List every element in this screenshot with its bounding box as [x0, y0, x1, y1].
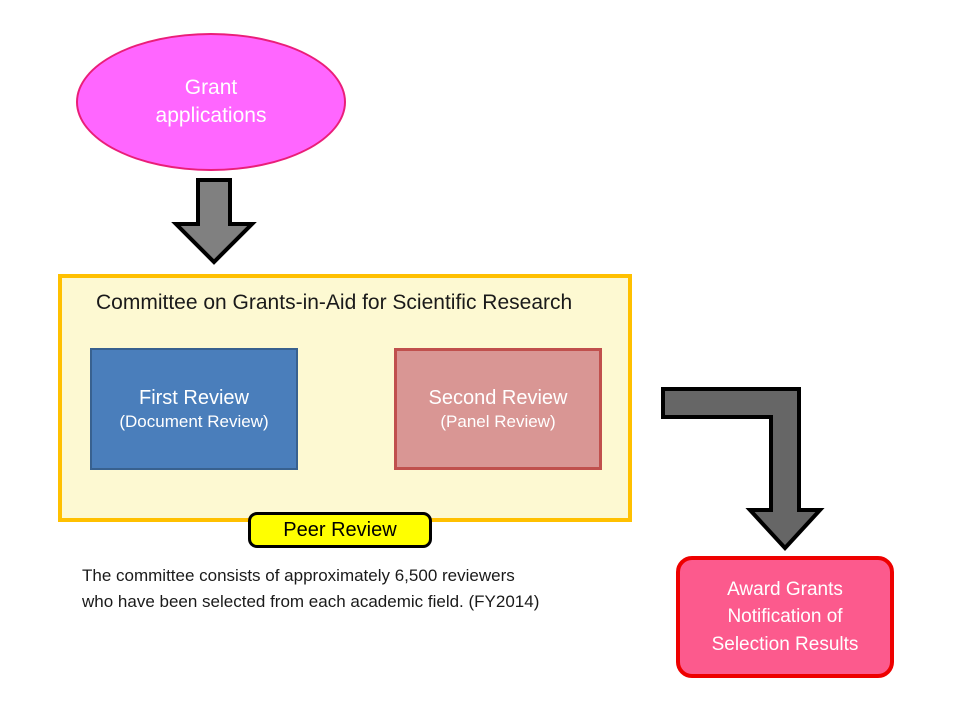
first-review-subtitle: (Document Review)	[119, 411, 269, 431]
award-line3: Selection Results	[711, 633, 859, 655]
award-line1: Award Grants	[727, 578, 843, 600]
node-grant-applications: Grant applications	[76, 33, 346, 171]
node-second-review: Second Review (Panel Review)	[394, 348, 602, 470]
peer-review-badge: Peer Review	[248, 512, 432, 548]
committee-title: Committee on Grants-in-Aid for Scientifi…	[96, 291, 573, 314]
award-line2: Notification of	[727, 606, 843, 628]
node-award-grants: Award Grants Notification of Selection R…	[676, 556, 894, 678]
second-review-subtitle: (Panel Review)	[440, 411, 556, 431]
caption-line2: who have been selected from each academi…	[82, 592, 540, 612]
caption-line1: The committee consists of approximately …	[82, 566, 515, 585]
grant-applications-line2: applications	[155, 104, 267, 127]
committee-container: Committee on Grants-in-Aid for Scientifi…	[58, 274, 632, 522]
peer-review-label: Peer Review	[283, 518, 397, 541]
elbow-arrow-icon	[661, 387, 825, 551]
first-review-title: First Review	[138, 386, 249, 409]
down-arrow-icon	[171, 178, 257, 265]
grant-applications-line1: Grant	[184, 76, 238, 100]
node-first-review: First Review (Document Review)	[90, 348, 298, 470]
committee-caption: The committee consists of approximately …	[82, 563, 602, 616]
second-review-title: Second Review	[428, 386, 568, 409]
